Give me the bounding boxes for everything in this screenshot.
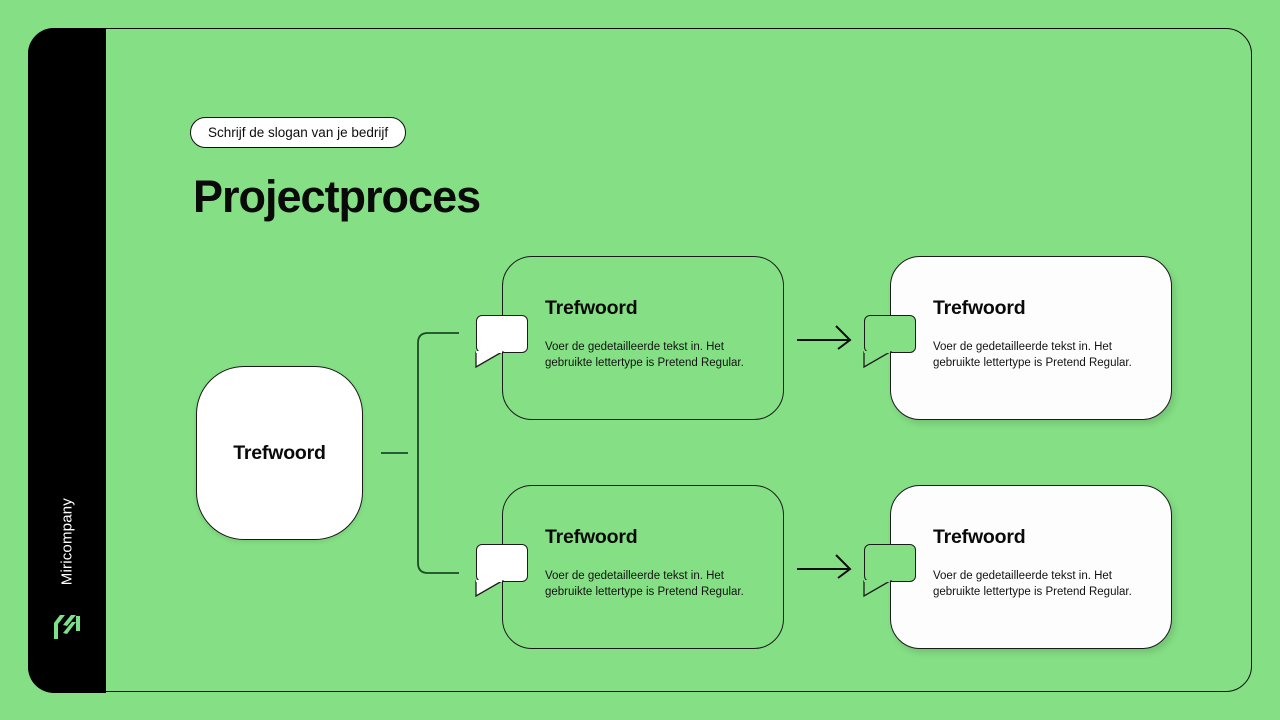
- step-card-a-title: Trefwoord: [545, 297, 638, 319]
- step-card-b-description: Voer de gedetailleerde tekst in. Het geb…: [933, 341, 1132, 370]
- step-badge-d: [863, 544, 916, 598]
- badge-tail-icon: [475, 351, 505, 369]
- page-title: Projectproces: [193, 171, 481, 222]
- slogan-text: Schrijf de slogan van je bedrijf: [208, 125, 389, 140]
- badge-tail-icon: [863, 351, 893, 369]
- step-badge-a: [475, 315, 528, 369]
- miri-logo-icon: [53, 613, 81, 641]
- badge-tail-icon: [475, 580, 505, 598]
- step-card-d[interactable]: Trefwoord Voer de gedetailleerde tekst i…: [890, 485, 1172, 649]
- sidebar: Miricompany: [28, 28, 106, 693]
- badge-tail-icon: [863, 580, 893, 598]
- step-card-c-description: Voer de gedetailleerde tekst in. Het geb…: [545, 570, 744, 599]
- step-card-c-title: Trefwoord: [545, 526, 638, 548]
- step-card-b-title: Trefwoord: [933, 297, 1026, 319]
- root-node-title: Trefwoord: [233, 441, 326, 464]
- step-badge-b: [863, 315, 916, 369]
- step-badge-c: [475, 544, 528, 598]
- step-card-d-title: Trefwoord: [933, 526, 1026, 548]
- step-card-c[interactable]: Trefwoord Voer de gedetailleerde tekst i…: [502, 485, 784, 649]
- step-card-a[interactable]: Trefwoord Voer de gedetailleerde tekst i…: [502, 256, 784, 420]
- slogan-pill[interactable]: Schrijf de slogan van je bedrijf: [190, 117, 407, 148]
- step-card-d-description: Voer de gedetailleerde tekst in. Het geb…: [933, 570, 1132, 599]
- step-card-b[interactable]: Trefwoord Voer de gedetailleerde tekst i…: [890, 256, 1172, 420]
- step-card-a-description: Voer de gedetailleerde tekst in. Het geb…: [545, 341, 744, 370]
- root-node[interactable]: Trefwoord: [196, 366, 363, 540]
